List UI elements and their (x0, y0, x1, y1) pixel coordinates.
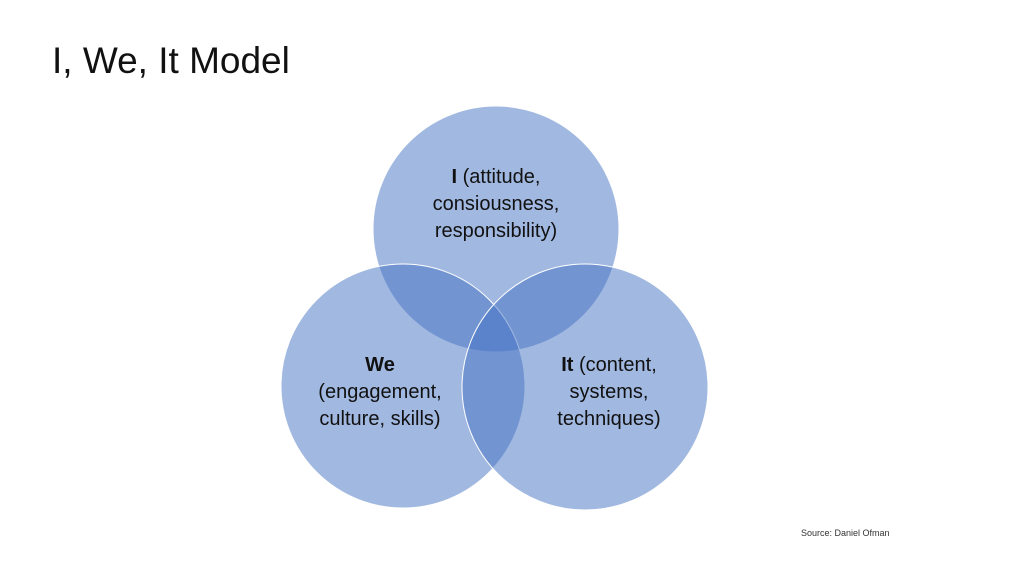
label-i: I (attitude, consiousness, responsibilit… (432, 166, 560, 242)
label-we: We (engagement, culture, skills) (318, 354, 442, 430)
label-it: It (content, systems, techniques) (557, 354, 661, 430)
circle-it (461, 263, 709, 511)
slide-title: I, We, It Model (52, 40, 290, 81)
source-note: Source: Daniel Ofman (801, 528, 890, 538)
